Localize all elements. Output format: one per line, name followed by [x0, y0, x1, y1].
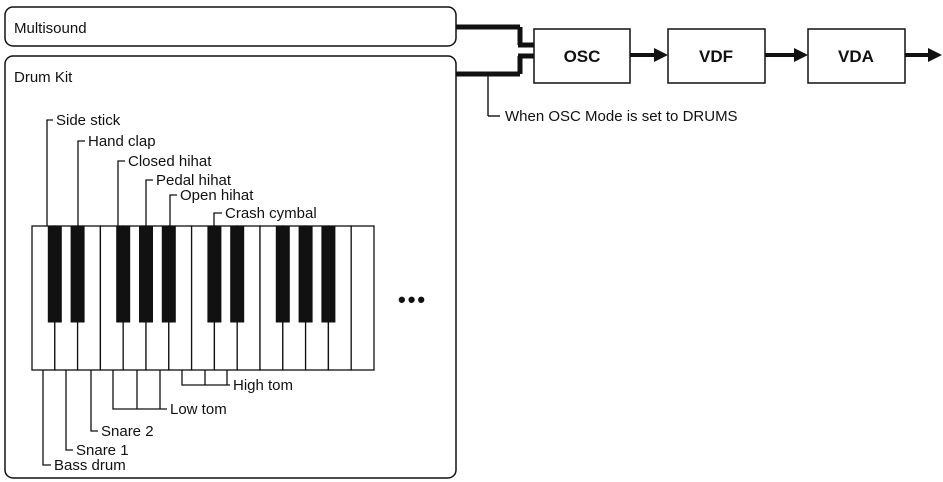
- label-crash-cymbal: Crash cymbal: [225, 205, 317, 222]
- vdf-label: VDF: [699, 47, 733, 66]
- multisound-box: Multisound: [5, 7, 456, 46]
- black-key: [299, 226, 312, 322]
- black-key: [276, 226, 289, 322]
- osc-mode-note: When OSC Mode is set to DRUMS: [505, 108, 738, 125]
- black-key: [48, 226, 61, 322]
- black-key: [140, 226, 153, 322]
- label-high-tom: High tom: [233, 377, 293, 394]
- label-open-hihat: Open hihat: [180, 187, 254, 204]
- black-key: [231, 226, 244, 322]
- label-side-stick: Side stick: [56, 112, 121, 129]
- more-keys-ellipsis: •••: [398, 287, 427, 312]
- white-key: [351, 226, 374, 370]
- osc-block: OSC: [534, 29, 630, 83]
- label-hand-clap: Hand clap: [88, 133, 156, 150]
- label-closed-hihat: Closed hihat: [128, 153, 212, 170]
- label-bass-drum: Bass drum: [54, 457, 126, 474]
- black-key: [71, 226, 84, 322]
- black-key: [117, 226, 130, 322]
- osc-label: OSC: [564, 47, 601, 66]
- input-connectors: [456, 27, 534, 116]
- multisound-label: Multisound: [14, 20, 87, 37]
- black-key: [322, 226, 335, 322]
- vda-block: VDA: [808, 29, 905, 83]
- black-key: [162, 226, 175, 322]
- vdf-block: VDF: [668, 29, 765, 83]
- drum-kit-label: Drum Kit: [14, 69, 73, 86]
- vda-label: VDA: [838, 47, 874, 66]
- label-snare-2: Snare 2: [101, 423, 154, 440]
- black-key: [208, 226, 221, 322]
- label-low-tom: Low tom: [170, 401, 227, 418]
